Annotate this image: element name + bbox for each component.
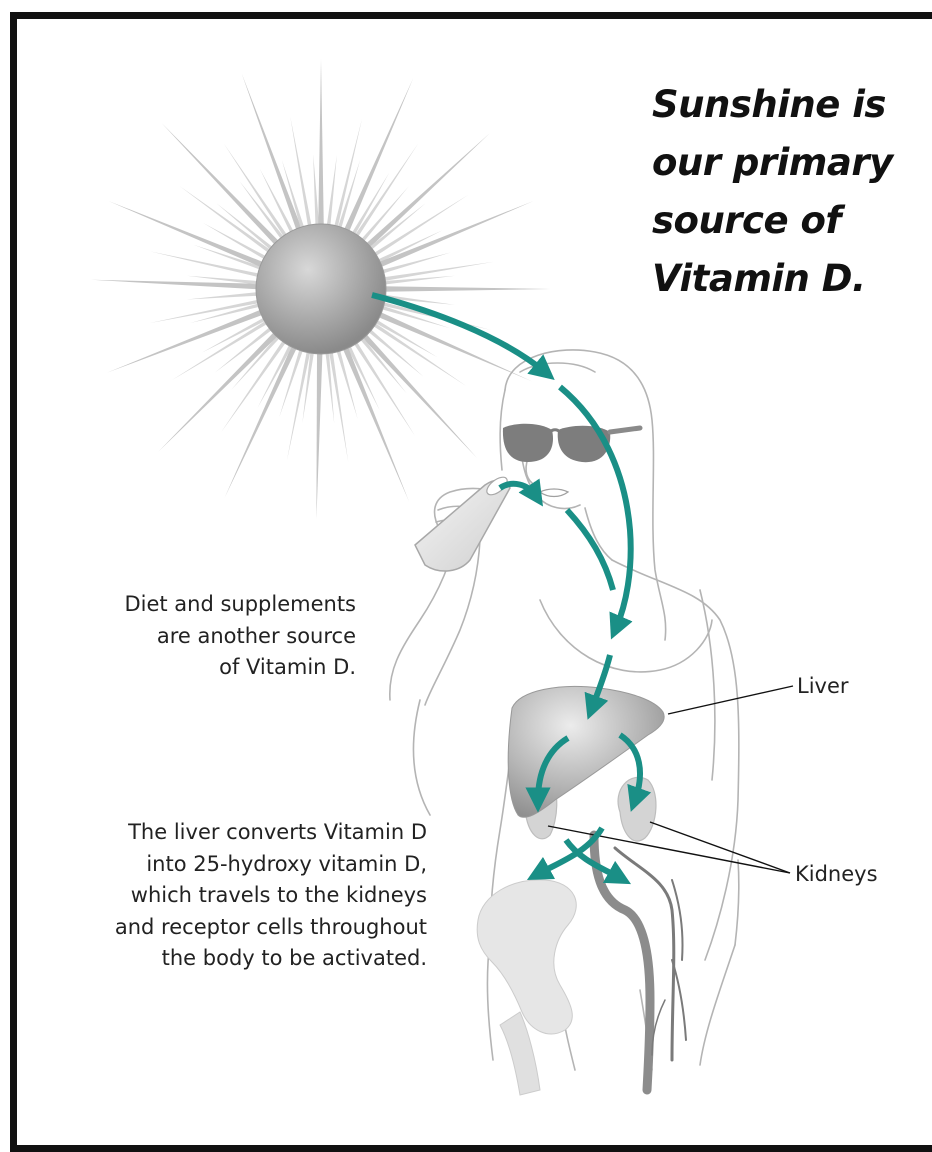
mouth-down-arrow: [567, 510, 613, 590]
liver-label: Liver: [797, 674, 849, 698]
caption-line: into 25-hydroxy vitamin D,: [115, 849, 427, 881]
sun-ray: [186, 292, 259, 300]
sun-ray: [382, 262, 494, 281]
headline: Sunshine is our primary source of Vitami…: [652, 76, 912, 308]
sun-ray: [329, 350, 348, 462]
sun-ray: [109, 201, 265, 268]
sun-icon: [256, 224, 386, 354]
sun-ray: [225, 344, 298, 498]
diet-caption: Diet and supplements are another source …: [124, 589, 356, 684]
sun-ray: [158, 331, 279, 452]
sunglasses-icon: [503, 424, 640, 462]
caption-line: which travels to the kidneys: [115, 880, 427, 912]
sun-ray: [383, 286, 551, 292]
headline-line: source of: [652, 192, 912, 250]
liver-caption: The liver converts Vitamin D into 25-hyd…: [115, 817, 427, 975]
sun-ray: [327, 155, 337, 228]
caption-line: are another source: [124, 621, 356, 653]
sun-ray: [334, 119, 362, 229]
headline-line: Vitamin D.: [652, 250, 912, 308]
caption-line: of Vitamin D.: [124, 652, 356, 684]
sun-ray: [162, 123, 280, 246]
caption-line: and receptor cells throughout: [115, 912, 427, 944]
sun-ray: [342, 345, 409, 501]
sun-ray: [242, 73, 303, 232]
mouth: [540, 489, 568, 497]
sun-ray: [361, 333, 477, 458]
headline-line: Sunshine is: [652, 76, 912, 134]
sun-ray: [107, 309, 264, 373]
sun-ray: [318, 59, 324, 227]
caption-line: Diet and supplements: [124, 589, 356, 621]
caption-line: The liver converts Vitamin D: [115, 817, 427, 849]
pelvis-bone: [477, 880, 576, 1034]
sun-ray: [316, 351, 322, 519]
caption-line: the body to be activated.: [115, 943, 427, 975]
sun-ray: [377, 201, 533, 268]
sun-ray: [287, 349, 311, 460]
sun-ray: [343, 78, 413, 233]
sun-ray: [365, 133, 490, 249]
headline-line: our primary: [652, 134, 912, 192]
kidneys-label: Kidneys: [795, 862, 878, 886]
